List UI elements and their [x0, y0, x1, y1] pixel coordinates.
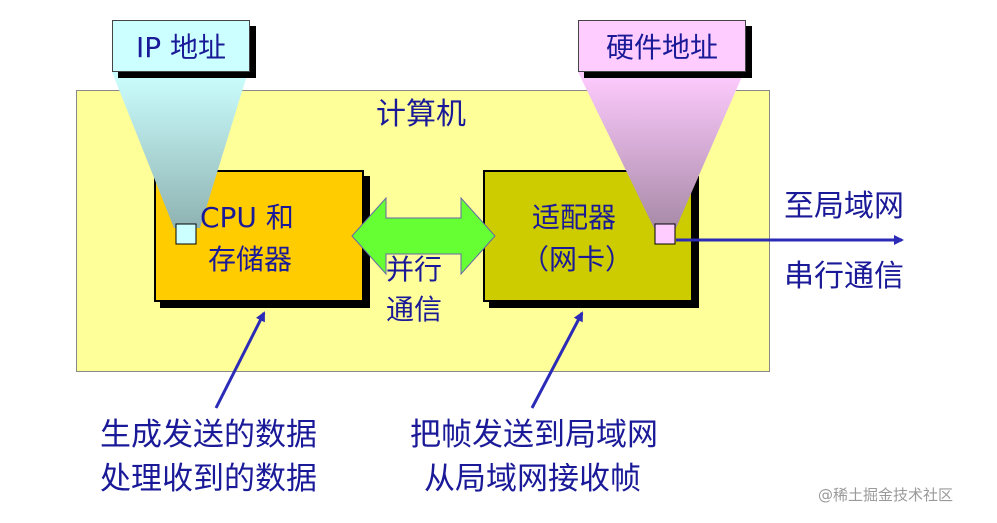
parallel-arrow — [351, 196, 496, 276]
parallel-label-line1: 并行 — [386, 253, 443, 286]
adapter-note-line2: 从局域网接收帧 — [424, 461, 641, 497]
adapter-note-line1: 把帧发送到局域网 — [410, 417, 658, 453]
to-lan-label: 至局域网 — [784, 189, 904, 224]
adapter-pointer-arrow — [530, 311, 584, 409]
watermark: @稀土掘金技术社区 — [818, 486, 954, 504]
ip-endpoint — [175, 223, 197, 245]
parallel-label-line2: 通信 — [386, 293, 443, 326]
adapter-label-line1: 适配器 — [532, 201, 617, 234]
serial-label: 串行通信 — [784, 259, 904, 294]
hw-beam — [578, 72, 744, 228]
cpu-note-line2: 处理收到的数据 — [100, 461, 317, 497]
cpu-pointer-arrow — [214, 311, 266, 409]
cpu-label-line2: 存储器 — [208, 243, 293, 276]
ip-address-label-box: IP 地址 — [112, 20, 250, 72]
ip-address-label: IP 地址 — [135, 31, 227, 64]
computer-title: 计算机 — [376, 97, 466, 132]
hardware-address-label: 硬件地址 — [605, 31, 718, 64]
hw-endpoint — [654, 223, 676, 245]
cpu-note-line1: 生成发送的数据 — [100, 417, 317, 453]
ip-beam — [112, 72, 248, 228]
adapter-label-line2: （网卡） — [521, 243, 634, 276]
hardware-address-label-box: 硬件地址 — [578, 20, 746, 72]
cpu-label-line1: CPU 和 — [200, 201, 294, 234]
